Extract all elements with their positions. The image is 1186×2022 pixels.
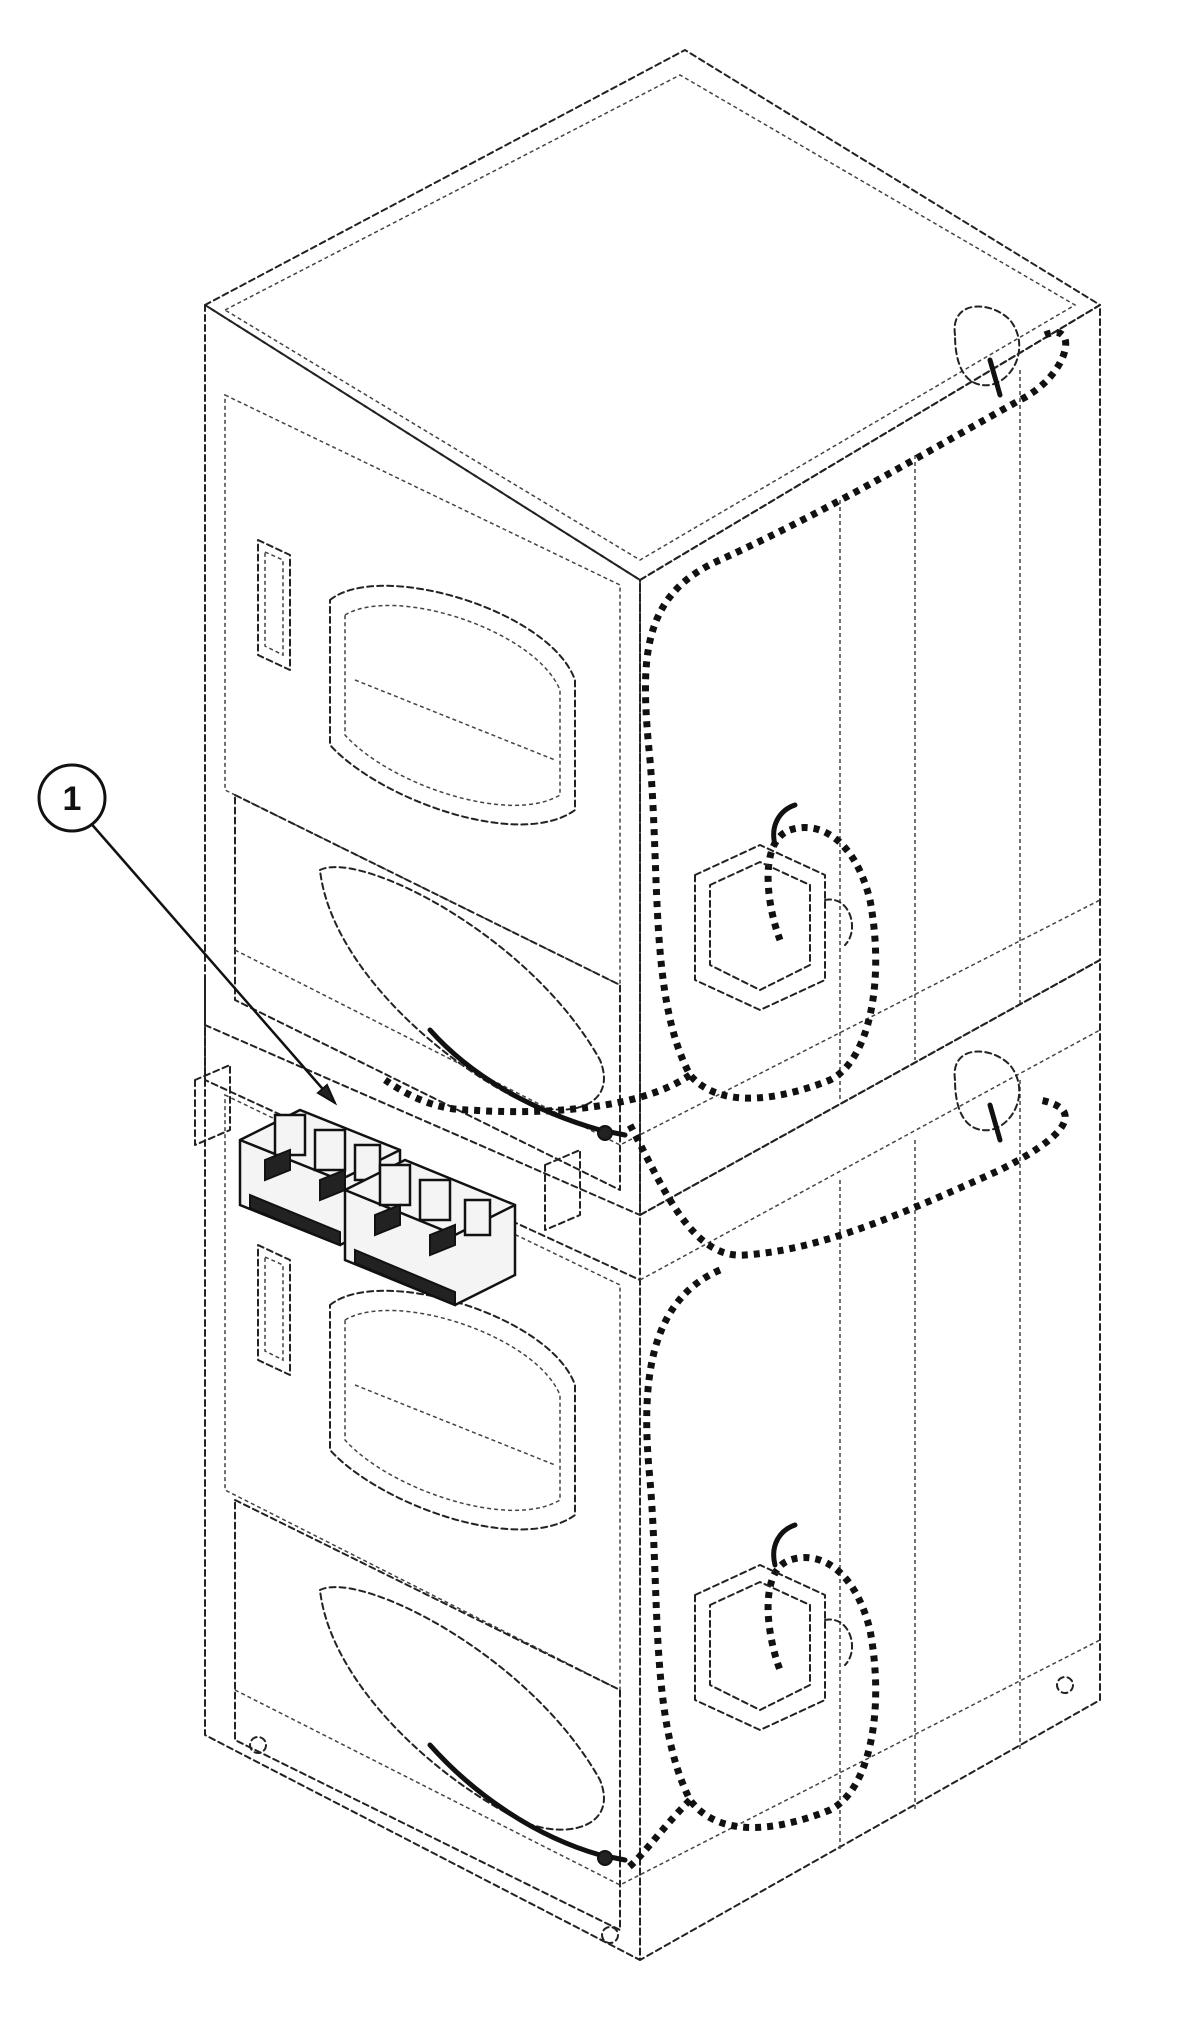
wire-harness	[383, 329, 1070, 1873]
control-module-assembly-icon	[194, 1064, 581, 1307]
upper-unit	[204, 49, 1101, 1216]
lower-unit	[204, 959, 1101, 1961]
callout-1: 1	[37, 763, 338, 1106]
vent-fittings	[953, 305, 1021, 1143]
callout-circle	[37, 763, 107, 833]
callout-leader-line	[87, 819, 336, 1104]
hoses	[427, 1027, 628, 1866]
lower-motor-assembly	[694, 1522, 854, 1731]
callout-number: 1	[63, 780, 82, 818]
upper-motor-assembly	[694, 802, 854, 1011]
